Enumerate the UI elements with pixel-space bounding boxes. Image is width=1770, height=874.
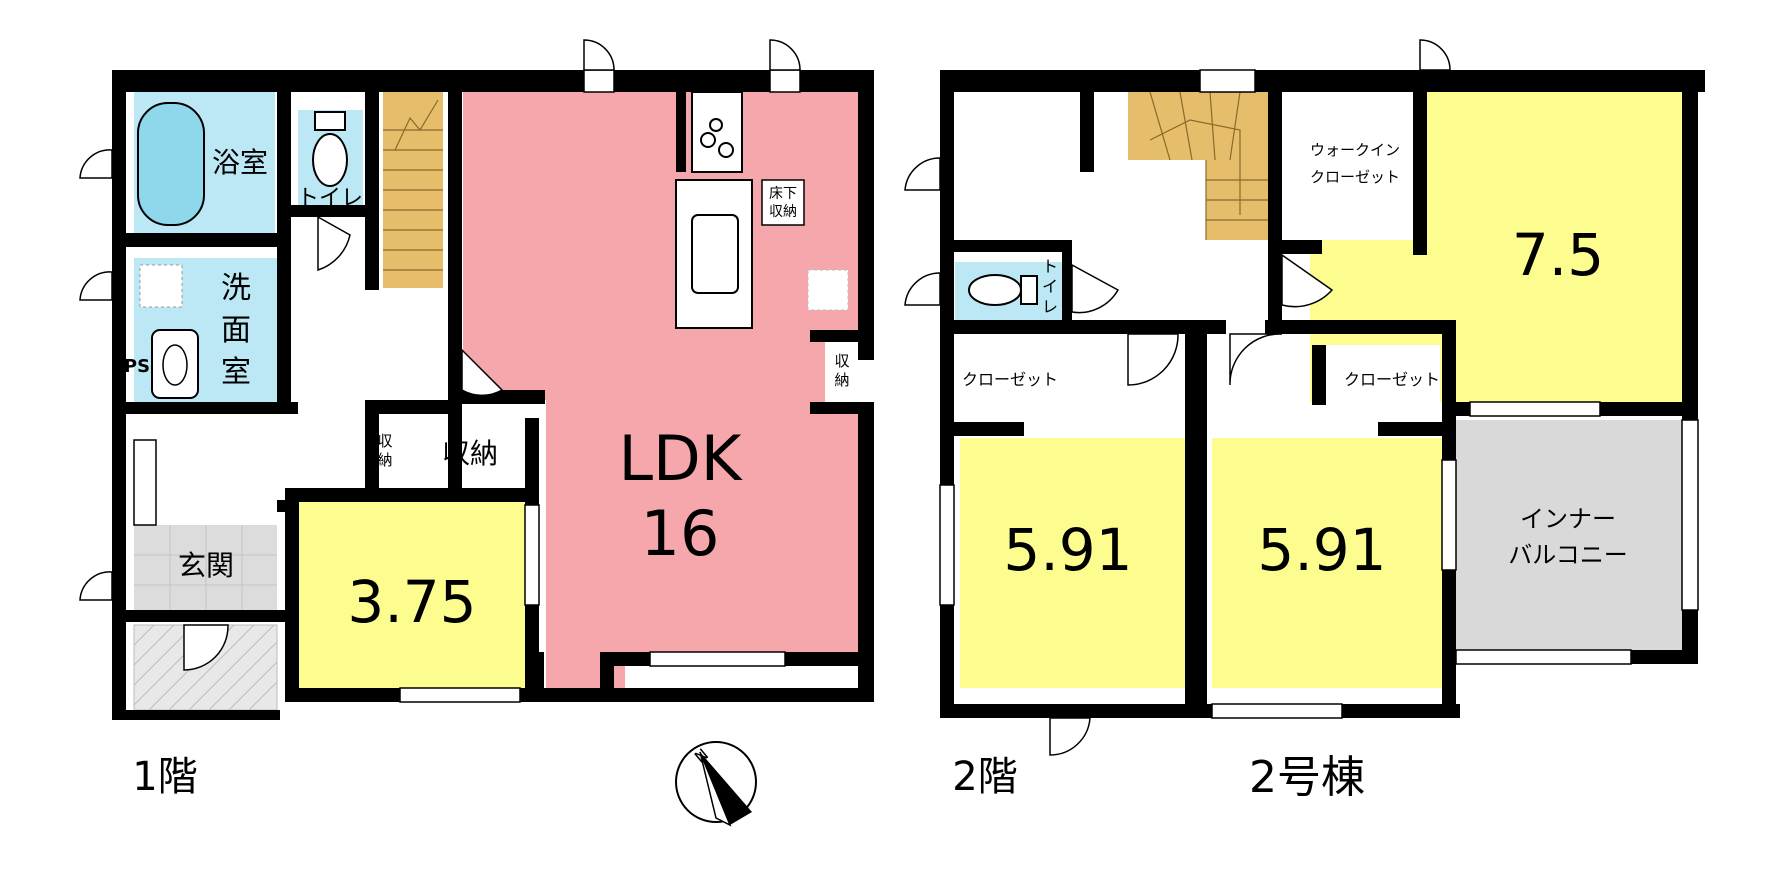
walkin-label-2: クローゼット (1310, 168, 1400, 186)
toilet-2f-icon (968, 274, 1038, 306)
storage-right-label-2: 納 (834, 371, 849, 389)
underfloor-box (761, 179, 805, 226)
storage-right-box (825, 335, 858, 403)
fridge-icon (807, 269, 849, 311)
washbasin-bowl-icon (162, 344, 188, 386)
walkin-label-1: ウォークイン (1310, 141, 1400, 159)
labels-2f: ウォークイン クローゼット ト イ レ クローゼット クローゼット 5.91 5… (952, 141, 1627, 803)
windows-1f (399, 69, 801, 703)
floor1-label: 1階 (132, 754, 197, 800)
storage-small-label-1: 収 (377, 432, 392, 450)
toilet-2f-label-3: レ (1042, 297, 1058, 316)
bathtub-icon (137, 102, 205, 226)
storage-right-label-1: 収 (834, 352, 849, 370)
balcony-label-1: インナー (1520, 505, 1616, 533)
toilet-1f-label: トイレ (297, 186, 363, 211)
compass: N (675, 741, 757, 827)
stairs-1f-steps (383, 99, 443, 271)
ldk-size-label: 16 (641, 497, 720, 570)
windows-2f (939, 69, 1699, 719)
toilet-2f-label-1: ト (1042, 257, 1058, 276)
floor2-label: 2階 (952, 754, 1017, 800)
washroom-label-3: 室 (221, 355, 251, 390)
storage-small-label-2: 納 (377, 451, 392, 469)
washroom-label-1: 洗 (221, 271, 251, 306)
stairs-2f-steps (1149, 91, 1268, 240)
toilet-1f-icon (312, 111, 348, 187)
storage-main-box (420, 418, 520, 486)
hall-1f (140, 415, 277, 505)
walls-1f (112, 70, 874, 720)
room-375-fill (298, 500, 528, 690)
ps-label: PS (124, 356, 150, 377)
closet-right-label: クローゼット (1344, 370, 1440, 389)
washroom-label-2: 面 (221, 313, 251, 348)
room-c-label: 7.5 (1512, 221, 1604, 289)
underfloor-label-1: 床下 (769, 186, 797, 202)
walkin-box (1293, 92, 1413, 240)
balcony-fill (1456, 420, 1682, 662)
doors-2f (904, 39, 1451, 756)
stairs-2f-cut (1128, 160, 1206, 240)
closet-right-box (1325, 345, 1440, 435)
room-b-label: 5.91 (1257, 516, 1386, 584)
sink-icon (691, 214, 739, 294)
doors-1f (79, 39, 801, 671)
hall-shelf (133, 439, 157, 526)
room-a-fill (960, 438, 1185, 688)
compass-needle-icon (700, 752, 752, 825)
balcony-label-2: バルコニー (1508, 541, 1628, 569)
compass-needle-outline (699, 751, 732, 827)
ldk-name-label: LDK (619, 422, 743, 495)
labels-1f: 浴室 トイレ 洗 面 室 PS 玄関 収納 収 納 収 納 床下 収納 LDK … (124, 146, 850, 800)
entrance-label: 玄関 (178, 549, 234, 582)
storage-main-label: 収納 (442, 437, 498, 470)
closet-left-box (960, 345, 1075, 435)
building-label: 2号棟 (1249, 752, 1365, 803)
bath-label: 浴室 (212, 146, 268, 179)
room-b-fill (1212, 438, 1442, 688)
ldk-fill (463, 90, 858, 700)
room-a-label: 5.91 (1003, 516, 1132, 584)
entrance-tiles (134, 525, 277, 610)
stove-icon (700, 118, 734, 158)
washer-icon (139, 264, 183, 308)
washbasin-icon (151, 329, 199, 399)
floor-1 (79, 39, 874, 720)
room-c-fill (1420, 92, 1682, 402)
closet-left-label: クローゼット (962, 370, 1058, 389)
floor-2 (904, 39, 1705, 756)
toilet-2f-label-2: イ (1042, 277, 1058, 296)
underfloor-label-2: 収納 (769, 204, 797, 220)
stove-counter (691, 91, 743, 173)
room-375-label: 3.75 (347, 568, 476, 636)
